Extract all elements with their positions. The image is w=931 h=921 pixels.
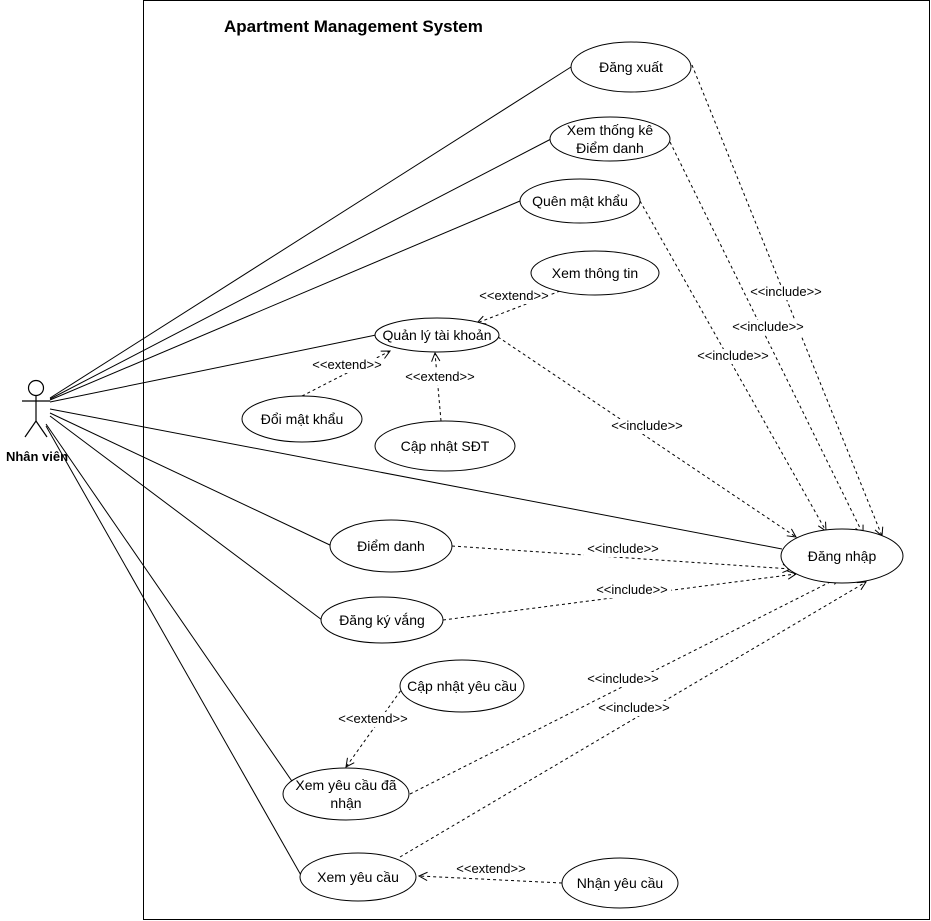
- use-case-label: Điểm danh: [357, 538, 425, 554]
- use-case-label: nhận: [330, 795, 361, 811]
- include-label: <<include>>: [750, 284, 822, 299]
- association-quen-mat-khau: [49, 200, 521, 401]
- use-case-label: Quản lý tài khoản: [383, 327, 492, 343]
- relationship-label-bg: [478, 289, 550, 304]
- extend-arrow-cap-nhat-sdt: [435, 353, 442, 422]
- use-case-label: Xem yêu cầu đã: [295, 777, 396, 793]
- use-case-dang-nhap[interactable]: Đăng nhập: [780, 528, 904, 584]
- relationship-label-bg: [693, 349, 773, 364]
- use-case-ellipse: [320, 596, 444, 644]
- relationship-label-bg: [583, 542, 663, 557]
- include-label: <<include>>: [598, 700, 670, 715]
- use-case-label: Cập nhật SĐT: [401, 438, 490, 454]
- include-label: <<include>>: [587, 541, 659, 556]
- use-case-label: Đăng xuất: [599, 59, 663, 75]
- relationship-label-bg: [583, 672, 663, 687]
- use-case-label: Đăng ký vắng: [339, 612, 425, 628]
- use-case-dang-xuat[interactable]: Đăng xuất: [570, 41, 692, 93]
- use-case-label: Cập nhật yêu cầu: [407, 678, 517, 694]
- use-case-label: Nhận yêu cầu: [577, 875, 663, 891]
- relationship-label-bg: [746, 285, 826, 300]
- use-case-xem-yeu-cau[interactable]: Xem yêu cầu: [299, 852, 417, 902]
- system-boundary: [143, 0, 930, 920]
- include-label: <<include>>: [596, 582, 668, 597]
- extend-label: <<extend>>: [479, 288, 548, 303]
- include-label: <<include>>: [697, 348, 769, 363]
- relationship-label-bg: [728, 320, 808, 335]
- relationship-layer: <<include>> <<include>> <<include>> <<inclu…: [301, 64, 882, 884]
- use-case-label: Đổi mật khẩu: [261, 411, 343, 427]
- use-case-cap-nhat-sdt[interactable]: Cập nhật SĐT: [374, 420, 516, 472]
- association-layer: [45, 66, 783, 878]
- use-case-ellipse: [329, 519, 453, 573]
- include-arrow-xem-yeu-cau: [399, 582, 866, 858]
- use-case-cap-nhat-yeu-cau[interactable]: Cập nhật yêu cầu: [399, 659, 525, 713]
- relationship-label-bg: [311, 358, 383, 373]
- association-xem-thong-ke: [49, 138, 552, 400]
- association-dang-nhap: [49, 408, 783, 550]
- use-case-label: Điểm danh: [576, 140, 644, 156]
- include-arrow-dang-ky-vang: [442, 574, 796, 621]
- extend-label: <<extend>>: [456, 861, 525, 876]
- use-case-ellipse: [780, 528, 904, 584]
- association-xem-yeu-cau-da-nhan: [45, 423, 299, 791]
- use-case-xem-yeu-cau-da-nhan[interactable]: Xem yêu cầu đã nhận: [282, 767, 410, 821]
- use-case-label: Quên mật khẩu: [532, 193, 628, 209]
- actor-nhan-vien[interactable]: Nhân viên: [6, 379, 68, 465]
- use-case-xem-thong-tin[interactable]: Xem thông tin: [530, 250, 660, 296]
- association-diem-danh: [49, 412, 333, 547]
- system-title: Apartment Management System: [224, 17, 483, 36]
- association-dang-xuat: [49, 66, 572, 399]
- include-arrow-dang-xuat: [691, 64, 882, 536]
- use-case-label: Xem thông tin: [552, 265, 638, 281]
- extend-label: <<extend>>: [405, 369, 474, 384]
- use-case-ellipse: [241, 395, 363, 443]
- use-case-label: Xem thống kê: [567, 122, 654, 138]
- extend-arrow-doi-mat-khau: [301, 351, 390, 397]
- use-case-diem-danh[interactable]: Điểm danh: [329, 519, 453, 573]
- use-case-quan-ly-tai-khoan[interactable]: Quản lý tài khoản: [374, 317, 500, 353]
- include-arrow-xem-thong-ke: [669, 141, 863, 534]
- use-case-label: Xem yêu cầu: [317, 869, 399, 885]
- association-xem-yeu-cau: [45, 425, 303, 878]
- use-case-label: Đăng nhập: [808, 548, 877, 564]
- use-case-dang-ky-vang[interactable]: Đăng ký vắng: [320, 596, 444, 644]
- use-case-ellipse: [282, 767, 410, 821]
- extend-label: <<extend>>: [338, 711, 407, 726]
- use-case-ellipse: [570, 41, 692, 93]
- association-quan-ly-tai-khoan: [49, 334, 377, 403]
- include-label: <<include>>: [587, 671, 659, 686]
- use-case-ellipse: [549, 116, 671, 162]
- relationship-label-bg: [594, 701, 674, 716]
- include-label: <<include>>: [611, 418, 683, 433]
- include-arrow-diem-danh: [451, 545, 791, 569]
- association-dang-ky-vang: [49, 415, 323, 621]
- use-case-ellipse: [374, 317, 500, 353]
- actor-head: [27, 379, 45, 397]
- extend-label: <<extend>>: [312, 357, 381, 372]
- use-case-ellipse: [561, 857, 679, 909]
- actor-left-leg: [24, 420, 37, 438]
- use-case-xem-thong-ke[interactable]: Xem thống kê Điểm danh: [549, 116, 671, 162]
- use-case-ellipse: [519, 178, 641, 224]
- use-case-doi-mat-khau[interactable]: Đổi mật khẩu: [241, 395, 363, 443]
- relationship-label-bg: [592, 583, 672, 598]
- actor-label: Nhân viên: [6, 449, 68, 464]
- use-case-ellipse: [399, 659, 525, 713]
- actor-right-leg: [35, 420, 48, 438]
- use-case-ellipse: [374, 420, 516, 472]
- use-case-ellipse: [299, 852, 417, 902]
- relationship-label-bg: [337, 712, 409, 727]
- use-case-nhan-yeu-cau[interactable]: Nhận yêu cầu: [561, 857, 679, 909]
- include-label: <<include>>: [732, 319, 804, 334]
- use-case-ellipse: [530, 250, 660, 296]
- relationship-label-bg: [607, 419, 687, 434]
- use-case-quen-mat-khau[interactable]: Quên mật khẩu: [519, 178, 641, 224]
- relationship-label-bg: [455, 862, 527, 877]
- relationship-label-bg: [404, 370, 476, 385]
